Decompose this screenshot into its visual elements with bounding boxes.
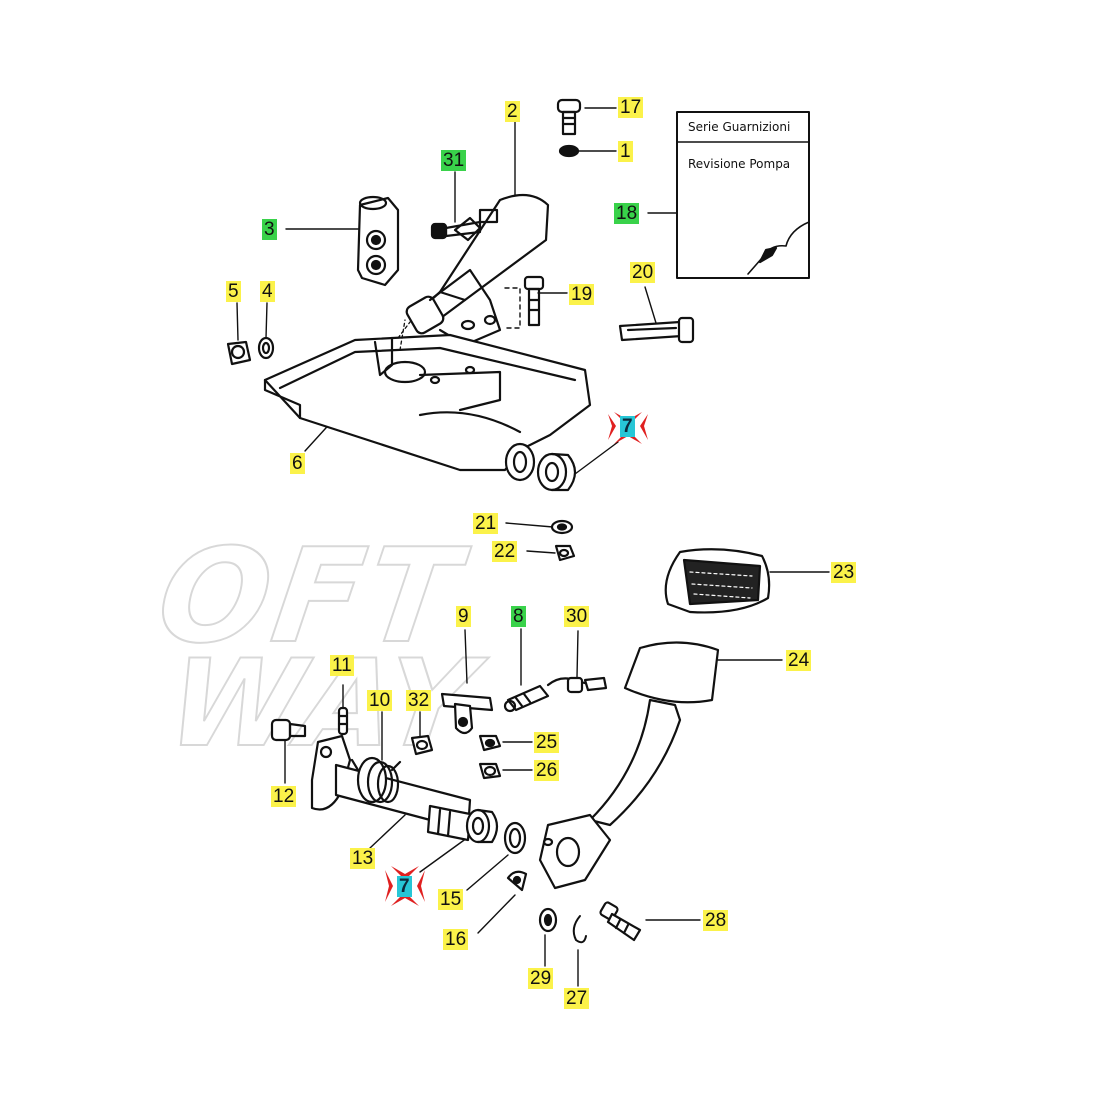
callout-7-bottom[interactable]: 7	[397, 876, 412, 897]
callout-31[interactable]: 31	[441, 150, 467, 171]
callout-16[interactable]: 16	[443, 929, 469, 950]
callout-3[interactable]: 3	[262, 219, 277, 240]
part-23-pedal-rubber	[664, 548, 771, 614]
callout-1[interactable]: 1	[618, 141, 633, 162]
part-6-bracket-plate	[263, 319, 592, 482]
part-25-nut	[478, 734, 502, 752]
callout-8[interactable]: 8	[511, 606, 526, 627]
part-17-bolt	[556, 98, 582, 136]
callout-2[interactable]: 2	[505, 101, 520, 122]
part-29-washer	[538, 907, 558, 933]
callout-29[interactable]: 29	[528, 968, 554, 989]
part-7-bushing-top	[536, 452, 577, 492]
part-21-washer	[550, 519, 574, 535]
callout-32[interactable]: 32	[406, 690, 432, 711]
callout-7-top[interactable]: 7	[620, 416, 635, 437]
callout-9[interactable]: 9	[456, 606, 471, 627]
callout-24[interactable]: 24	[786, 650, 812, 671]
part-22-nut	[554, 544, 576, 562]
part-11-pin	[337, 706, 349, 736]
part-18-kit-box	[676, 111, 810, 279]
part-27-circlip	[572, 915, 587, 944]
callout-23[interactable]: 23	[831, 562, 857, 583]
part-15-ring	[503, 821, 527, 855]
part-10-spring-coil	[350, 756, 402, 804]
callout-18[interactable]: 18	[614, 203, 640, 224]
part-16-cap	[506, 870, 528, 892]
callout-30[interactable]: 30	[564, 606, 590, 627]
callout-20[interactable]: 20	[630, 262, 656, 283]
part-9-clevis	[440, 692, 494, 735]
part-5-nut	[226, 340, 252, 366]
part-28-bolt	[599, 901, 642, 942]
callout-10[interactable]: 10	[367, 690, 393, 711]
callout-21[interactable]: 21	[473, 513, 499, 534]
callout-28[interactable]: 28	[703, 910, 729, 931]
part-8-pushrod	[503, 684, 550, 713]
callout-11[interactable]: 11	[330, 655, 354, 676]
callout-4[interactable]: 4	[260, 281, 275, 302]
part-4-washer	[257, 336, 275, 360]
part-24-pedal-arm	[538, 641, 720, 890]
part-26-nut	[478, 762, 502, 780]
leader-lines	[236, 107, 830, 987]
callout-17[interactable]: 17	[618, 97, 644, 118]
callout-13[interactable]: 13	[350, 848, 376, 869]
part-7-bushing-bottom	[465, 808, 499, 844]
part-19-bolt	[504, 275, 545, 329]
kit-box-subtitle: Revisione Pompa	[688, 157, 791, 171]
part-32-nut	[410, 734, 434, 756]
part-3-valve-block	[356, 195, 400, 287]
part-12-bolt	[270, 718, 307, 742]
callout-25[interactable]: 25	[534, 732, 560, 753]
part-1-seal	[558, 144, 580, 158]
callout-12[interactable]: 12	[271, 786, 297, 807]
part-30-spring	[546, 676, 608, 694]
callout-27[interactable]: 27	[564, 988, 590, 1009]
part-2-master-cylinder	[405, 193, 550, 347]
callout-5[interactable]: 5	[226, 281, 241, 302]
part-20-long-bolt	[618, 316, 695, 344]
callout-26[interactable]: 26	[534, 760, 560, 781]
callout-22[interactable]: 22	[492, 541, 518, 562]
part-31-bolt	[430, 220, 482, 240]
callout-15[interactable]: 15	[438, 889, 464, 910]
callout-6[interactable]: 6	[290, 453, 305, 474]
kit-box-title: Serie Guarnizioni	[688, 120, 791, 134]
callout-19[interactable]: 19	[569, 284, 595, 305]
